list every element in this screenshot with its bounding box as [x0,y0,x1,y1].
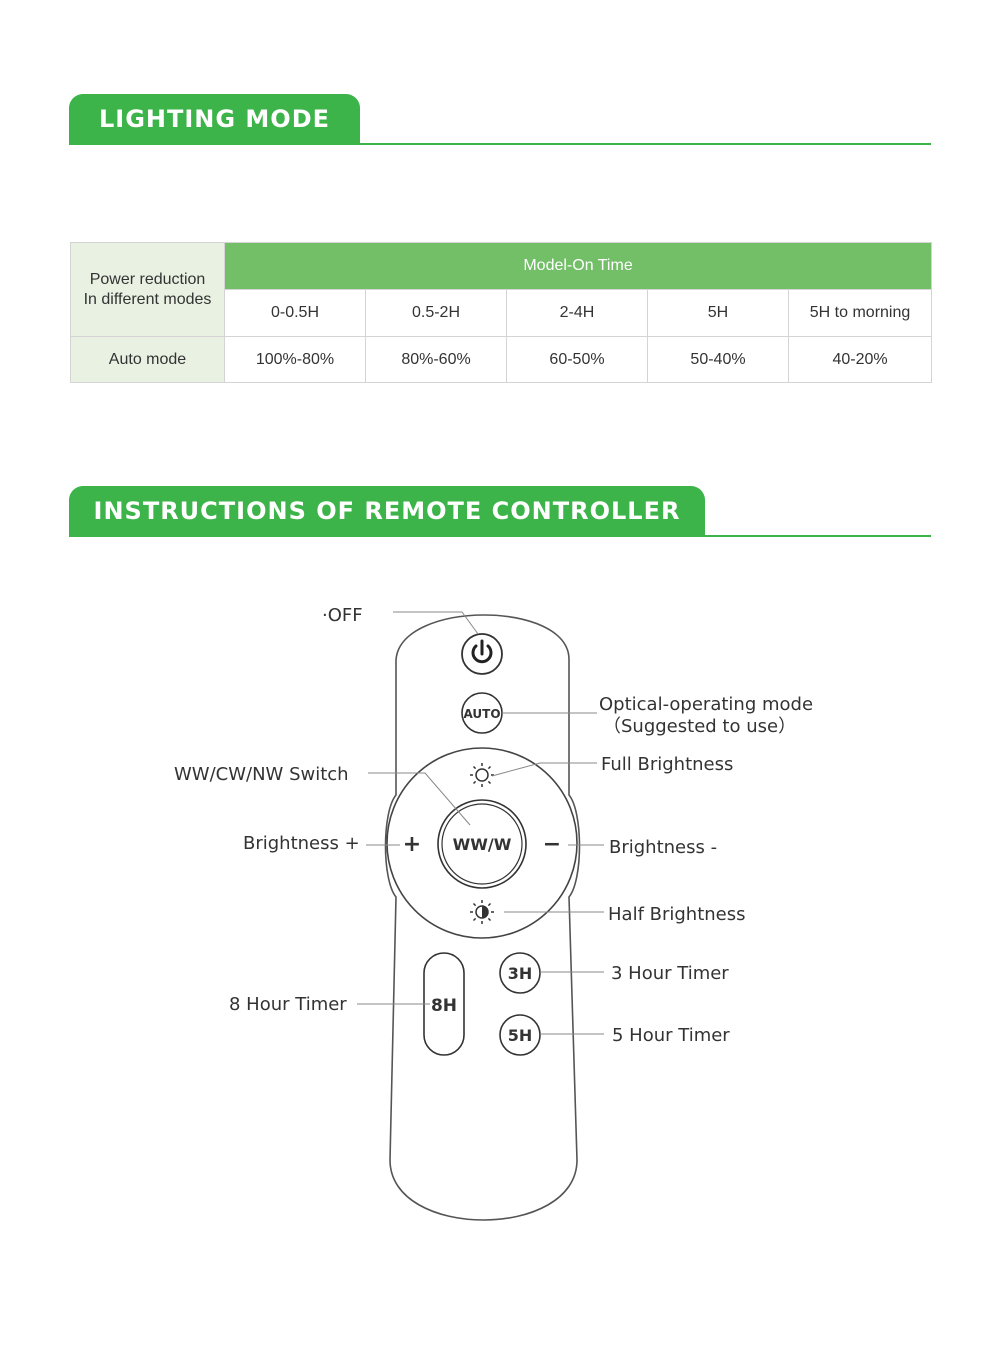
power-button[interactable] [461,633,503,675]
half-brightness-button[interactable] [470,900,494,924]
remote-instructions-heading: INSTRUCTIONS OF REMOTE CONTROLLER [69,486,705,536]
label-8-hour-timer: 8 Hour Timer [229,994,347,1015]
corner-line-1: Power reduction [89,270,206,288]
label-brightness-minus: Brightness - [609,837,717,858]
5h-button-label: 5H [508,1026,533,1045]
3h-button-label: 3H [508,964,533,983]
leader-lines [357,611,604,1035]
ww-w-button-label: WW/W [453,835,512,854]
remote-body [384,614,581,1221]
remote-instructions-rule [69,535,931,537]
full-brightness-icon [470,763,494,787]
label-half-brightness: Half Brightness [608,904,746,925]
corner-line-2: In different modes [83,290,212,308]
remote-controller-diagram: AUTO + − [174,605,813,1221]
column-header: 2-4H [506,289,648,337]
brightness-minus-button[interactable]: − [543,832,561,857]
5h-timer-button[interactable]: 5H [499,1014,541,1056]
label-optical-mode: Optical-operating mode [599,694,813,715]
lighting-mode-table: Power reduction In different modes Model… [70,242,933,383]
full-brightness-button[interactable] [470,763,494,787]
model-on-time-header: Model-On Time [223,242,933,290]
table-cell: 40-20% [787,336,933,383]
column-header: 5H to morning [787,289,933,337]
label-5-hour-timer: 5 Hour Timer [612,1025,730,1046]
brightness-plus-button[interactable]: + [403,832,421,857]
ww-w-switch-button[interactable]: WW/W [437,799,527,889]
label-suggested: （Suggested to use） [603,716,796,737]
8h-timer-button[interactable]: 8H [423,952,465,1056]
table-cell: 80%-60% [365,336,507,383]
3h-timer-button[interactable]: 3H [499,952,541,994]
row-label-auto-mode: Auto mode [70,336,225,383]
8h-button-label: 8H [431,996,457,1016]
label-full-brightness: Full Brightness [601,754,733,775]
table-row: Auto mode 100%-80% 80%-60% 60-50% 50-40%… [70,336,933,383]
column-header: 0.5-2H [365,289,507,337]
column-header: 5H [647,289,789,337]
label-off: ·OFF [322,605,363,626]
column-header: 0-0.5H [224,289,366,337]
lighting-mode-rule [69,143,931,145]
power-icon [471,639,493,664]
label-3-hour-timer: 3 Hour Timer [611,963,729,984]
label-brightness-plus: Brightness + [243,833,360,854]
auto-button-label: AUTO [463,707,500,721]
table-cell: 100%-80% [224,336,366,383]
label-ww-switch: WW/CW/NW Switch [174,764,349,785]
table-cell: 60-50% [506,336,648,383]
half-brightness-icon [470,900,494,924]
auto-button[interactable]: AUTO [461,692,503,734]
lighting-mode-heading: LIGHTING MODE [69,94,360,144]
table-cell: 50-40% [647,336,789,383]
table-corner-cell: Power reduction In different modes [70,242,225,337]
